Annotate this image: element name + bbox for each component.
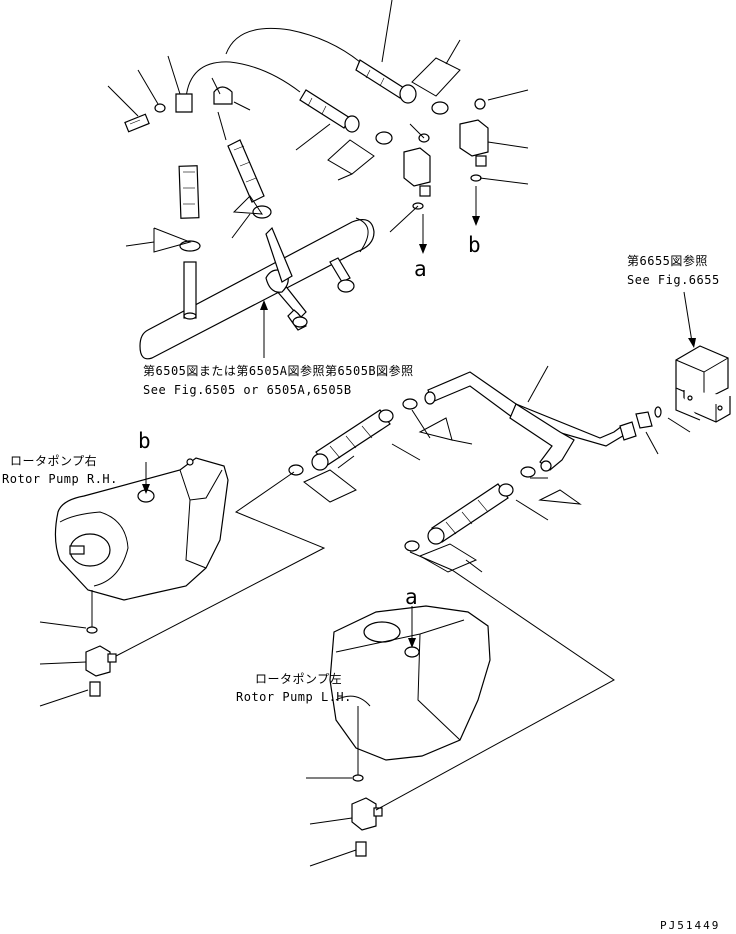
hose-left-vertical bbox=[178, 165, 201, 320]
callout-a-lh: a bbox=[405, 585, 419, 609]
fittings-top bbox=[403, 98, 489, 210]
rotor-pump-rh bbox=[39, 457, 229, 707]
ref-6655-jp: 第6655図参照 bbox=[627, 254, 708, 268]
rotor-pump-lh-jp: ロータポンプ左 bbox=[255, 672, 343, 686]
drawing-code: PJ51449 bbox=[660, 919, 721, 932]
arrow-b-top bbox=[472, 186, 480, 226]
ref-arrow-6655 bbox=[683, 291, 696, 348]
callout-a-top: a bbox=[414, 257, 428, 281]
hose-middle-b bbox=[404, 466, 536, 552]
leader-lines-top bbox=[107, 0, 529, 253]
callout-b-top: b bbox=[468, 233, 482, 257]
main-tube bbox=[139, 217, 375, 360]
rotor-pump-lh bbox=[306, 605, 491, 867]
arrow-a-top bbox=[419, 214, 427, 254]
hose-middle bbox=[227, 139, 272, 219]
routing-lines bbox=[115, 471, 615, 811]
callout-b-rh: b bbox=[138, 429, 152, 453]
ref-6655-en: See Fig.6655 bbox=[627, 273, 720, 287]
leader-lines-middle bbox=[303, 409, 582, 573]
ref-6505-en: See Fig.6505 or 6505A,6505B bbox=[143, 383, 352, 397]
rotor-pump-rh-en: Rotor Pump R.H. bbox=[2, 472, 118, 486]
rotor-pump-rh-jp: ロータポンプ右 bbox=[10, 454, 98, 468]
valve-box bbox=[675, 345, 731, 423]
connecting-lines bbox=[185, 27, 361, 141]
tube-assembly-right bbox=[424, 365, 691, 472]
ref-6505-jp: 第6505図または第6505A図参照第6505B図参照 bbox=[143, 364, 414, 378]
clamp-bolt bbox=[124, 86, 233, 133]
rotor-pump-lh-en: Rotor Pump L.H. bbox=[236, 690, 352, 704]
ref-arrow-6505 bbox=[260, 300, 268, 358]
hose-middle-a bbox=[288, 398, 418, 476]
hose-upper-right bbox=[299, 59, 449, 145]
